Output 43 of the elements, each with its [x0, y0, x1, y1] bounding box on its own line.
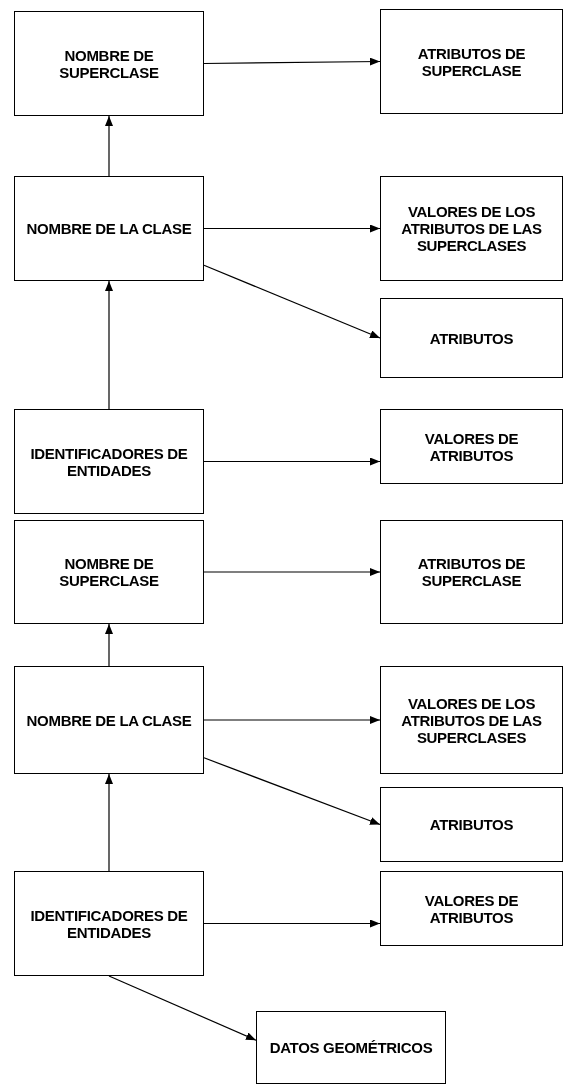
arrow — [105, 773, 113, 872]
box-label: DATOS GEOMÉTRICOS — [269, 1039, 433, 1056]
arrow — [105, 280, 113, 410]
class-box — [14, 176, 204, 281]
box-label: ATRIBUTOS DE SUPERCLASE — [416, 44, 527, 79]
arrow — [203, 568, 381, 576]
box-label: NOMBRE DE SUPERCLASE — [58, 555, 160, 589]
class-box — [380, 520, 563, 624]
class-box — [14, 871, 204, 976]
box-label: VALORES DE LOS ATRIBUTOS DE LAS SUPERCLASES — [400, 694, 543, 746]
arrow — [203, 457, 381, 466]
arrow — [105, 115, 113, 177]
class-box — [14, 666, 204, 774]
class-box — [256, 1011, 446, 1084]
box-label: IDENTIFICADORES DE ENTIDADES — [29, 906, 189, 941]
box-label: NOMBRE DE LA CLASE — [26, 220, 192, 237]
box-label: ATRIBUTOS — [429, 816, 514, 833]
arrow — [105, 623, 113, 667]
class-box — [380, 9, 563, 114]
box-label: VALORES DE LOS ATRIBUTOS DE LAS SUPERCLASES — [400, 203, 543, 254]
box-label: ATRIBUTOS — [429, 329, 514, 347]
box-label: NOMBRE DE LA CLASE — [26, 711, 192, 729]
arrow — [108, 975, 257, 1041]
arrow — [203, 716, 381, 724]
class-box — [380, 176, 563, 281]
class-box — [380, 666, 563, 774]
box-label: VALORES DE ATRIBUTOS — [423, 891, 520, 926]
box-label: ATRIBUTOS DE SUPERCLASE — [416, 555, 527, 589]
class-box — [380, 787, 563, 862]
arrow — [203, 57, 381, 66]
class-box — [380, 409, 563, 484]
box-label: IDENTIFICADORES DE ENTIDADES — [29, 444, 189, 479]
box-label: NOMBRE DE SUPERCLASE — [58, 46, 160, 81]
arrow — [203, 757, 381, 826]
arrow — [203, 919, 381, 928]
arrow — [203, 264, 381, 339]
arrow — [203, 224, 381, 233]
class-box — [14, 409, 204, 514]
class-box — [380, 298, 563, 378]
class-box — [380, 871, 563, 946]
class-box — [14, 520, 204, 624]
class-box — [14, 11, 204, 116]
box-label: VALORES DE ATRIBUTOS — [423, 429, 520, 464]
